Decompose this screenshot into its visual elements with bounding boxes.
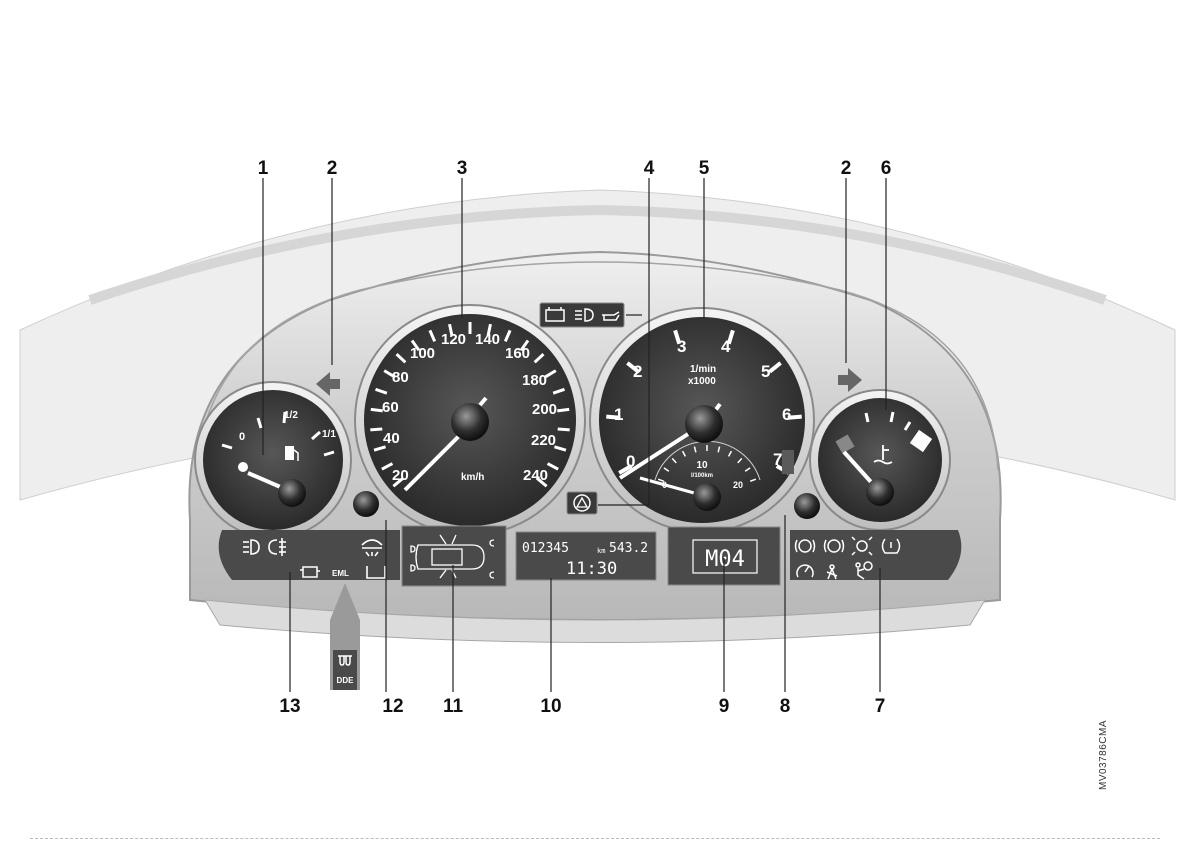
speed-hub [451, 403, 489, 441]
speed-tick-mark [370, 429, 382, 430]
callout-3: 3 [457, 158, 468, 179]
econ-hub [693, 483, 721, 511]
callout-1: 1 [258, 158, 269, 179]
callout-2-left: 2 [327, 158, 338, 179]
rpm-tick-6: 6 [782, 405, 791, 424]
door-status-display [402, 526, 506, 586]
speed-tick-40: 40 [383, 430, 400, 447]
fuel-hub [278, 479, 306, 507]
callout-7: 7 [875, 696, 886, 717]
rpm-unit-1: 1/min [690, 364, 716, 375]
rpm-tick-4: 4 [721, 337, 731, 356]
check-control-lamp [567, 492, 597, 514]
tachometer: 0 1 2 3 4 5 6 7 1/min x1000 10 l/100km 0… [590, 308, 814, 532]
rpm-hub [685, 405, 723, 443]
speed-tick-200: 200 [532, 401, 557, 418]
callout-13: 13 [279, 696, 300, 717]
rpm-unit-2: x1000 [688, 376, 716, 387]
speed-tick-180: 180 [522, 372, 547, 389]
fuel-gauge: 0 1/2 1/1 [195, 382, 351, 538]
clock-display: 11:30 [566, 559, 617, 579]
fuel-full-label: 1/1 [322, 429, 336, 440]
right-indicator-bar [790, 530, 961, 580]
speed-unit: km/h [461, 472, 484, 483]
coolant-gauge [810, 390, 950, 530]
callout-8: 8 [780, 696, 791, 717]
speed-tick-120: 120 [441, 331, 466, 348]
gear-indicator: M04 [705, 547, 745, 572]
trip-meter: 543.2 [609, 541, 648, 556]
econ-unit: l/100km [691, 473, 713, 479]
econ-high: 20 [733, 480, 743, 490]
page-rule [30, 838, 1160, 839]
eml-label: EML [332, 569, 349, 578]
rpm-tick-3: 3 [677, 337, 686, 356]
trip-unit: km [597, 547, 605, 555]
callout-2-right: 2 [841, 158, 852, 179]
right-reset-knob[interactable] [794, 493, 820, 519]
callout-5: 5 [699, 158, 710, 179]
fuel-empty-label: 0 [239, 431, 245, 443]
speed-tick-60: 60 [382, 399, 399, 416]
fuel-reserve-dot [238, 462, 248, 472]
odometer-total: 012345 [522, 541, 569, 556]
speed-tick-mark [558, 429, 570, 430]
speed-tick-160: 160 [505, 345, 530, 362]
rpm-tick-5: 5 [761, 362, 770, 381]
callout-6: 6 [881, 158, 892, 179]
speed-tick-220: 220 [531, 432, 556, 449]
speedometer: 20 40 60 80 100 120 140 160 180 200 220 … [355, 305, 585, 535]
coolant-hub [866, 478, 894, 506]
top-warning-strip [540, 303, 624, 327]
callout-10: 10 [540, 696, 561, 717]
callout-12: 12 [382, 696, 403, 717]
callout-4: 4 [644, 158, 655, 179]
speed-tick-20: 20 [392, 467, 409, 484]
speed-tick-mark [557, 409, 569, 411]
figure-code: MV03786CMA [1098, 700, 1118, 790]
econ-value: 10 [696, 460, 708, 471]
speed-tick-80: 80 [392, 369, 409, 386]
callout-9: 9 [719, 696, 730, 717]
odometer-display: 012345 km 543.2 11:30 [516, 532, 656, 580]
speed-tick-mark [371, 409, 383, 411]
left-reset-knob[interactable] [353, 491, 379, 517]
speed-tick-240: 240 [523, 467, 548, 484]
rpm-tick-7: 7 [773, 450, 782, 469]
speed-tick-140: 140 [475, 331, 500, 348]
left-indicator-bar: EML [219, 530, 400, 580]
rpm-tick-2: 2 [633, 362, 642, 381]
fuel-half-label: 1/2 [284, 410, 298, 421]
rpm-tick-1: 1 [614, 405, 623, 424]
redline-zone [782, 450, 794, 474]
speed-tick-100: 100 [410, 345, 435, 362]
dde-label: DDE [337, 676, 355, 685]
callout-11: 11 [443, 696, 464, 717]
